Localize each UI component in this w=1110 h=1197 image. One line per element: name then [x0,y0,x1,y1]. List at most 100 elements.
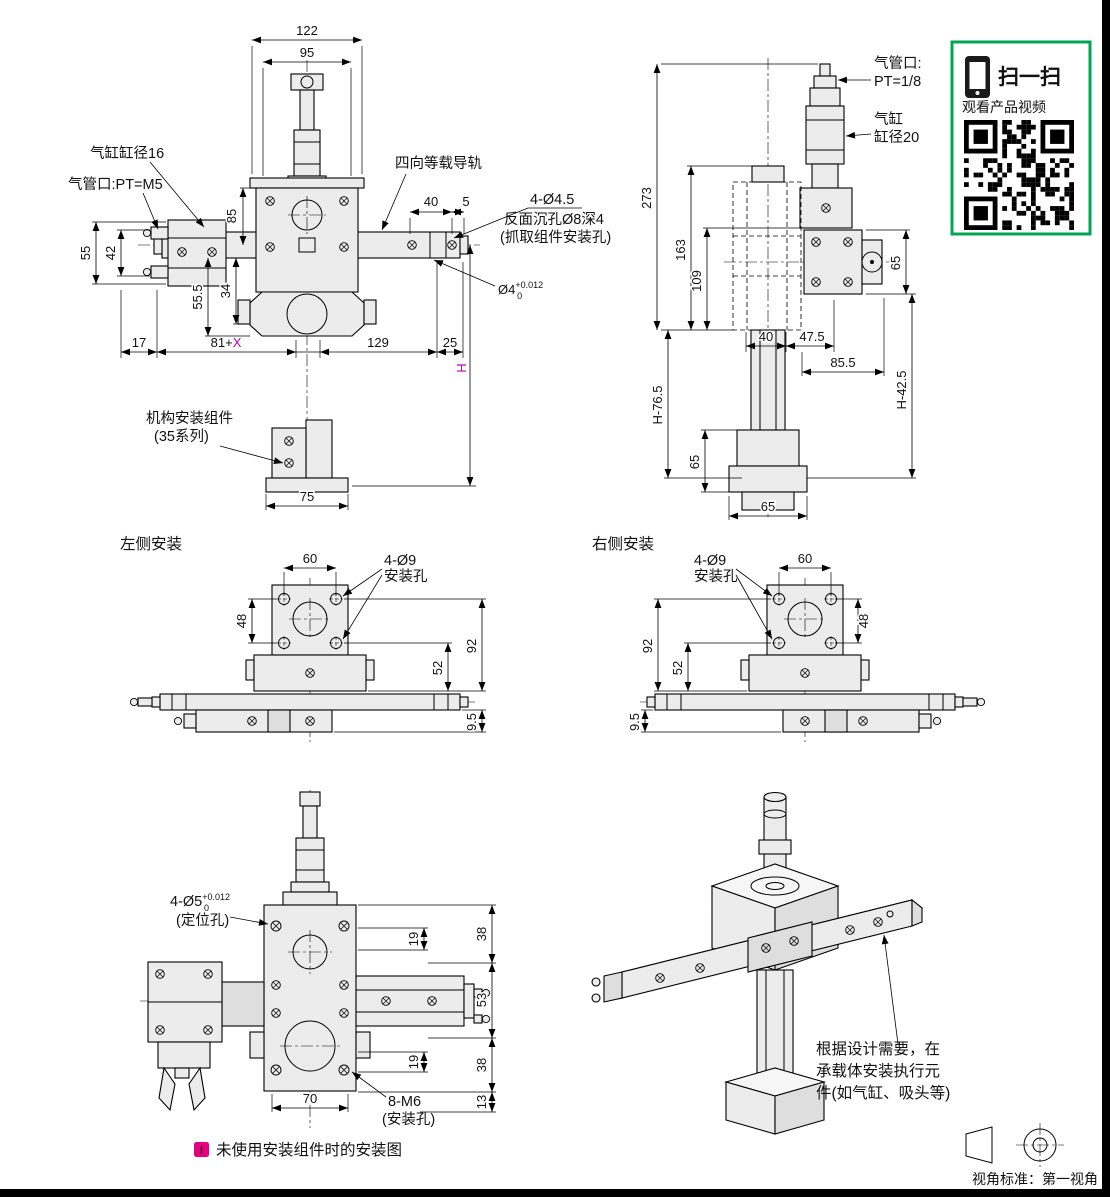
no-mount-geometry [140,790,491,1128]
view-standard-note: 视角标准：第一视角 [972,1171,1098,1187]
left-mount-title: 左侧安装 [120,535,182,553]
qr-code [964,120,1074,230]
dim-9-5-right-mount: 9.5 [627,713,642,731]
dim-65-left: 65 [687,455,702,469]
dim-55: 55 [78,246,93,260]
note-icon [194,1142,209,1157]
right-mount-dimensions: 4-Ø9 安装孔 60 92 52 48 9.5 [626,550,873,733]
label-air-port-m5: 气管口:PT=M5 [68,176,163,193]
side-view-dimensions: 273 163 109 65 40 47.5 85.5 H-76.5 H-42.… [638,63,916,520]
bottom-edge-bar [0,1189,1110,1197]
label-air-port-2: PT=1/8 [874,74,921,90]
dim-273: 273 [639,187,654,209]
qr-scan-subtitle: 观看产品视频 [962,99,1046,115]
dim-55-5: 55.5 [190,284,205,309]
front-view-labels: 气缸缸径16 气管口:PT=M5 四向等载导轨 4-Ø4.5 反面沉孔Ø8深4 … [68,144,611,464]
dim-109: 109 [689,270,704,292]
no-mount-dimensions: 19 38 53 19 38 13 70 [271,904,496,1113]
phone-icon [965,56,990,98]
dim-17: 17 [132,335,146,350]
dim-65-bottom: 65 [761,499,775,514]
front-view: 122 95 85 40 5 55 42 55.5 34 [68,22,611,510]
dim-52-left-mount: 52 [430,661,445,675]
dim-40-side: 40 [759,329,773,344]
dim-95: 95 [300,45,314,60]
dim-92-right-mount: 92 [640,639,655,653]
isometric-view: 根据设计需要，在 承载体安装执行元 件(如气缸、吸头等) [591,791,950,1135]
side-view: 273 163 109 65 40 47.5 85.5 H-76.5 H-42.… [638,55,922,520]
dim-38-bottom: 38 [474,1058,489,1072]
front-view-geometry [138,60,480,500]
dim-47-5: 47.5 [799,329,824,344]
label-mount-holes-left: 安装孔 [384,568,428,585]
dim-19-top: 19 [406,932,421,946]
left-mount-dimensions: 60 4-Ø9 安装孔 48 92 52 9.5 [233,550,486,733]
dim-38-top: 38 [474,927,489,941]
label-guide-rail: 四向等载导轨 [395,154,482,172]
dim-48-right-mount: 48 [856,614,871,628]
side-view-geometry [724,58,898,520]
dim-13: 13 [474,1095,489,1109]
label-air-port-1: 气管口: [874,55,922,72]
label-8-m6-name: (安装孔) [382,1111,435,1128]
no-mount-caption: 未使用安装组件时的安装图 [216,1141,402,1159]
isometric-geometry [591,791,924,1135]
dim-81-x: 81+X [211,335,242,350]
label-mount-holes-right: 安装孔 [694,568,738,585]
right-mount-title: 右侧安装 [592,535,654,553]
iso-note-line3: 件(如气缸、吸头等) [816,1083,950,1102]
dim-19-bottom: 19 [406,1055,421,1069]
label-holes-line3: (抓取组件安装孔) [500,229,611,246]
dim-25: 25 [443,335,457,350]
left-mount-view: 左侧安装 [120,535,486,742]
dim-122: 122 [296,23,318,38]
label-4-d9-right: 4-Ø9 [694,553,726,569]
right-mount-view: 右侧安装 [592,535,986,742]
label-mount-line2: (35系列) [154,428,209,445]
qr-panel: 扫一扫 观看产品视频 [950,40,1092,236]
dim-H-42-5: H-42.5 [894,370,909,409]
dim-85: 85 [224,209,239,223]
dim-85-5: 85.5 [830,355,855,370]
dim-75: 75 [300,489,314,504]
qr-scan-title: 扫一扫 [998,66,1061,89]
label-cylinder-2: 缸径20 [874,128,919,146]
dim-42: 42 [103,246,118,260]
left-mount-geometry [129,578,475,742]
label-cylinder-1: 气缸 [874,110,903,128]
dim-5: 5 [462,194,469,209]
dim-34: 34 [218,284,233,298]
iso-note-line1: 根据设计需要，在 [816,1040,940,1058]
label-holes-line1: 4-Ø4.5 [530,192,574,208]
dim-70: 70 [303,1091,317,1106]
dim-92-left-mount: 92 [464,639,479,653]
label-8-m6: 8-M6 [388,1094,421,1110]
right-mount-geometry [640,578,986,742]
isometric-note: 根据设计需要，在 承载体安装执行元 件(如气缸、吸头等) [816,934,950,1102]
dim-48-left-mount: 48 [234,614,249,628]
right-edge-bar [1102,0,1110,1197]
dim-65-right: 65 [888,256,903,270]
dim-53: 53 [474,993,489,1007]
iso-note-line2: 承载体安装执行元 [816,1062,940,1080]
dim-H: H [454,363,469,372]
note-icon-mark: ! [200,1145,204,1157]
dim-H-76-5: H-76.5 [650,385,665,424]
dim-9-5-left-mount: 9.5 [464,713,479,731]
side-view-labels: 气管口: PT=1/8 气缸 缸径20 [838,55,922,146]
first-angle-symbol [965,1123,1064,1167]
front-view-dimensions: 122 95 85 40 5 55 42 55.5 34 [77,22,476,510]
dim-40: 40 [424,194,438,209]
label-holes-line2: 反面沉孔Ø8深4 [504,211,604,228]
label-cylinder-bore-16: 气缸缸径16 [90,144,164,162]
dim-60-left-mount: 60 [303,551,317,566]
label-positioning-holes-name: (定位孔) [176,912,229,929]
dim-60-right-mount: 60 [798,551,812,566]
dim-129: 129 [367,335,389,350]
label-4-d9-left: 4-Ø9 [384,553,416,569]
